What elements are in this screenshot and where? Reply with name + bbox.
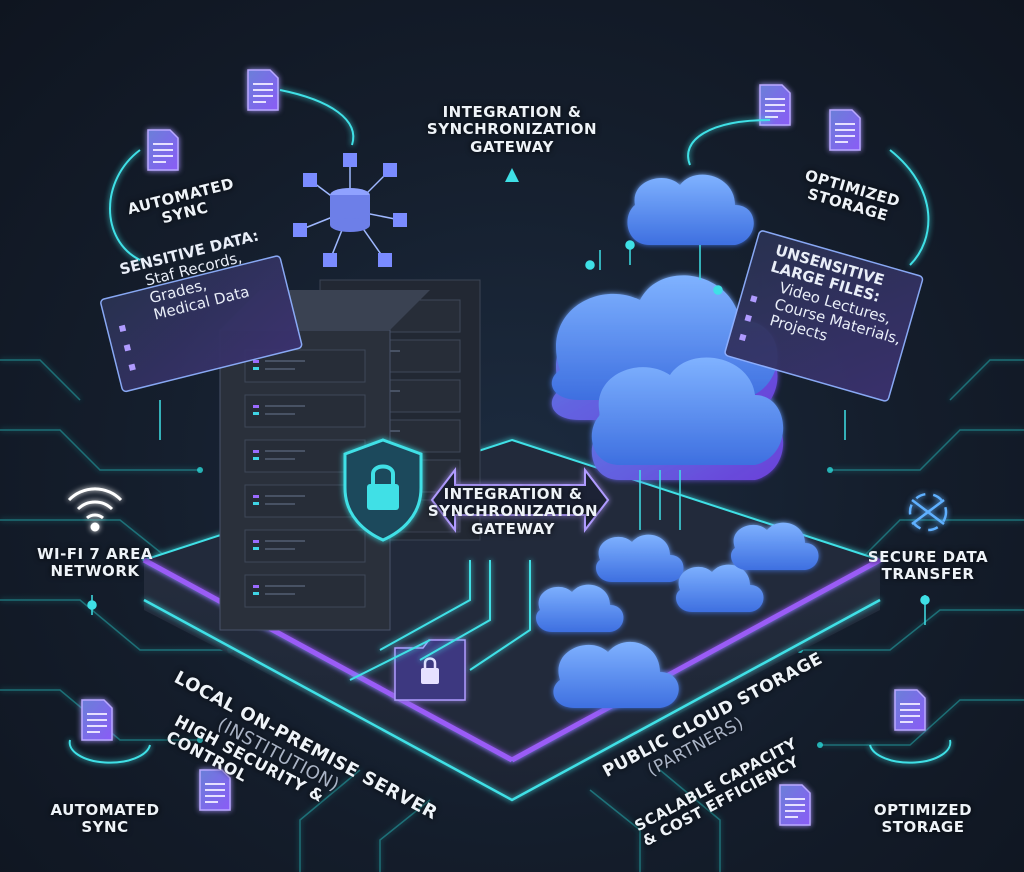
gateway-arrow-band <box>430 467 610 533</box>
optimized-bottom-line2: STORAGE <box>881 818 965 837</box>
small-clouds <box>536 522 819 708</box>
auto-sync-bottom-line1: AUTOMATED <box>50 801 160 819</box>
circuit-traces <box>0 359 1024 872</box>
wifi-label: WI-FI 7 AREA NETWORK <box>20 545 170 581</box>
wifi-line2: NETWORK <box>50 562 140 581</box>
secure-transfer-line1: SECURE DATA <box>867 548 989 566</box>
auto-sync-bottom-label: AUTOMATED SYNC <box>30 801 180 837</box>
secure-transfer-line2: TRANSFER <box>881 565 975 584</box>
center-gateway-label: INTEGRATION & SYNCHRONIZATION GATEWAY <box>418 485 608 538</box>
cloud-icon <box>551 174 784 480</box>
optimized-bottom-line1: OPTIMIZED <box>873 801 973 819</box>
center-gateway-line1: INTEGRATION & <box>443 485 583 503</box>
sync-arrows <box>68 89 952 764</box>
wifi-icon <box>67 487 123 532</box>
transfer-icon <box>908 492 948 532</box>
pin-lines <box>87 400 930 625</box>
unsensitive-files-panel <box>724 230 924 402</box>
auto-sync-bottom-line2: SYNC <box>81 818 129 837</box>
folder-lock-icon <box>394 639 466 701</box>
top-gateway-label: INTEGRATION & SYNCHRONIZATION GATEWAY <box>412 103 612 156</box>
top-gateway-line2: SYNCHRONIZATION <box>426 120 598 139</box>
secure-transfer-label: SECURE DATA TRANSFER <box>858 548 998 584</box>
cloud-connector-lines <box>585 240 723 530</box>
optimized-bottom-label: OPTIMIZED STORAGE <box>848 801 998 837</box>
center-gateway-line2: SYNCHRONIZATION <box>427 502 599 521</box>
database-network-icon <box>293 153 407 267</box>
center-gateway-line3: GATEWAY <box>471 519 555 538</box>
sensitive-data-panel <box>100 255 303 393</box>
top-gateway-line1: INTEGRATION & <box>442 103 582 121</box>
flow-arrows <box>349 560 531 681</box>
top-gateway-line3: GATEWAY <box>470 137 554 156</box>
shield-lock-icon <box>343 438 423 542</box>
wifi-line1: WI-FI 7 AREA <box>36 545 154 563</box>
